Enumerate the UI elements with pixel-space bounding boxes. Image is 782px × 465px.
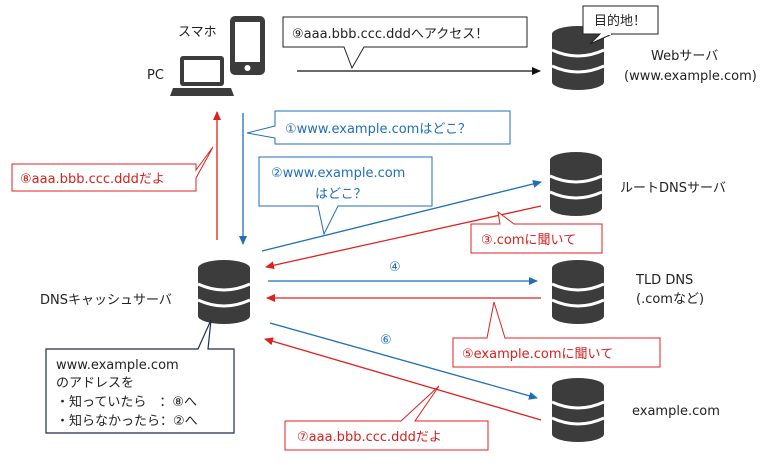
destination-callout-text: 目的地！	[594, 13, 646, 29]
cache-note-callout: www.example.com のアドレスを ・知っていたら ：⑧へ ・知らなか…	[45, 319, 235, 434]
label-step4: ④	[389, 260, 401, 275]
laptop-icon	[170, 56, 234, 96]
callout-step3-text: ③.comに聞いて	[481, 233, 576, 248]
callout-step8-text: ⑧aaa.bbb.ccc.dddだよ	[20, 172, 165, 187]
callout-step1-text: ①www.example.comはどこ？	[285, 122, 471, 137]
pc-label: PC	[147, 68, 164, 83]
smartphone-icon	[230, 16, 265, 75]
example-com-server-label: example.com	[632, 404, 720, 419]
smartphone-label: スマホ	[178, 25, 217, 40]
example-com-server-icon	[551, 378, 605, 442]
dns-cache-server-icon	[197, 260, 251, 324]
cache-note-line3: ・知っていたら ：⑧へ	[56, 394, 197, 410]
callout-step2-text-line2: はどこ？	[315, 187, 367, 202]
callout-step1: ①www.example.comはどこ？	[246, 110, 511, 145]
cache-note-line4: ・知らなかったら：②へ	[56, 413, 198, 429]
web-server-icon	[551, 26, 605, 90]
web-server-label: Webサーバ	[651, 49, 718, 64]
cache-note-line1: www.example.com	[56, 358, 179, 373]
callout-step7-text: ⑦aaa.bbb.ccc.dddだよ	[297, 430, 442, 445]
label-step6: ⑥	[380, 333, 392, 348]
arrow-step3	[265, 205, 542, 270]
callout-step8: ⑧aaa.bbb.ccc.dddだよ	[11, 146, 214, 192]
tld-dns-server-icon	[551, 260, 605, 324]
callout-step9: ⑨aaa.bbb.ccc.dddへアクセス！	[282, 16, 528, 70]
tld-dns-label: TLD DNS	[635, 273, 693, 288]
arrow-step2	[261, 180, 542, 252]
callout-step5: ⑤example.comに聞いて	[452, 301, 661, 368]
root-dns-label: ルートDNSサーバ	[620, 181, 726, 196]
callout-step5-text: ⑤example.comに聞いて	[462, 347, 613, 362]
callout-step7: ⑦aaa.bbb.ccc.dddだよ	[284, 385, 489, 451]
cache-note-line2: のアドレスを	[56, 376, 134, 391]
dns-cache-server-label: DNSキャッシュサーバ	[40, 293, 172, 308]
destination-callout: 目的地！	[582, 5, 659, 45]
callout-step2: ②www.example.com はどこ？	[258, 156, 433, 236]
callout-step3: ③.comに聞いて	[470, 210, 603, 254]
callout-step9-text: ⑨aaa.bbb.ccc.dddへアクセス！	[292, 27, 488, 42]
arrow-step6	[269, 322, 538, 400]
tld-dns-example-label: (.comなど)	[636, 292, 704, 307]
web-server-domain-label: (www.example.com)	[624, 69, 757, 84]
callout-step2-text-line1: ②www.example.com	[271, 166, 405, 181]
arrow-step7	[264, 337, 542, 421]
root-dns-server-icon	[549, 152, 603, 216]
